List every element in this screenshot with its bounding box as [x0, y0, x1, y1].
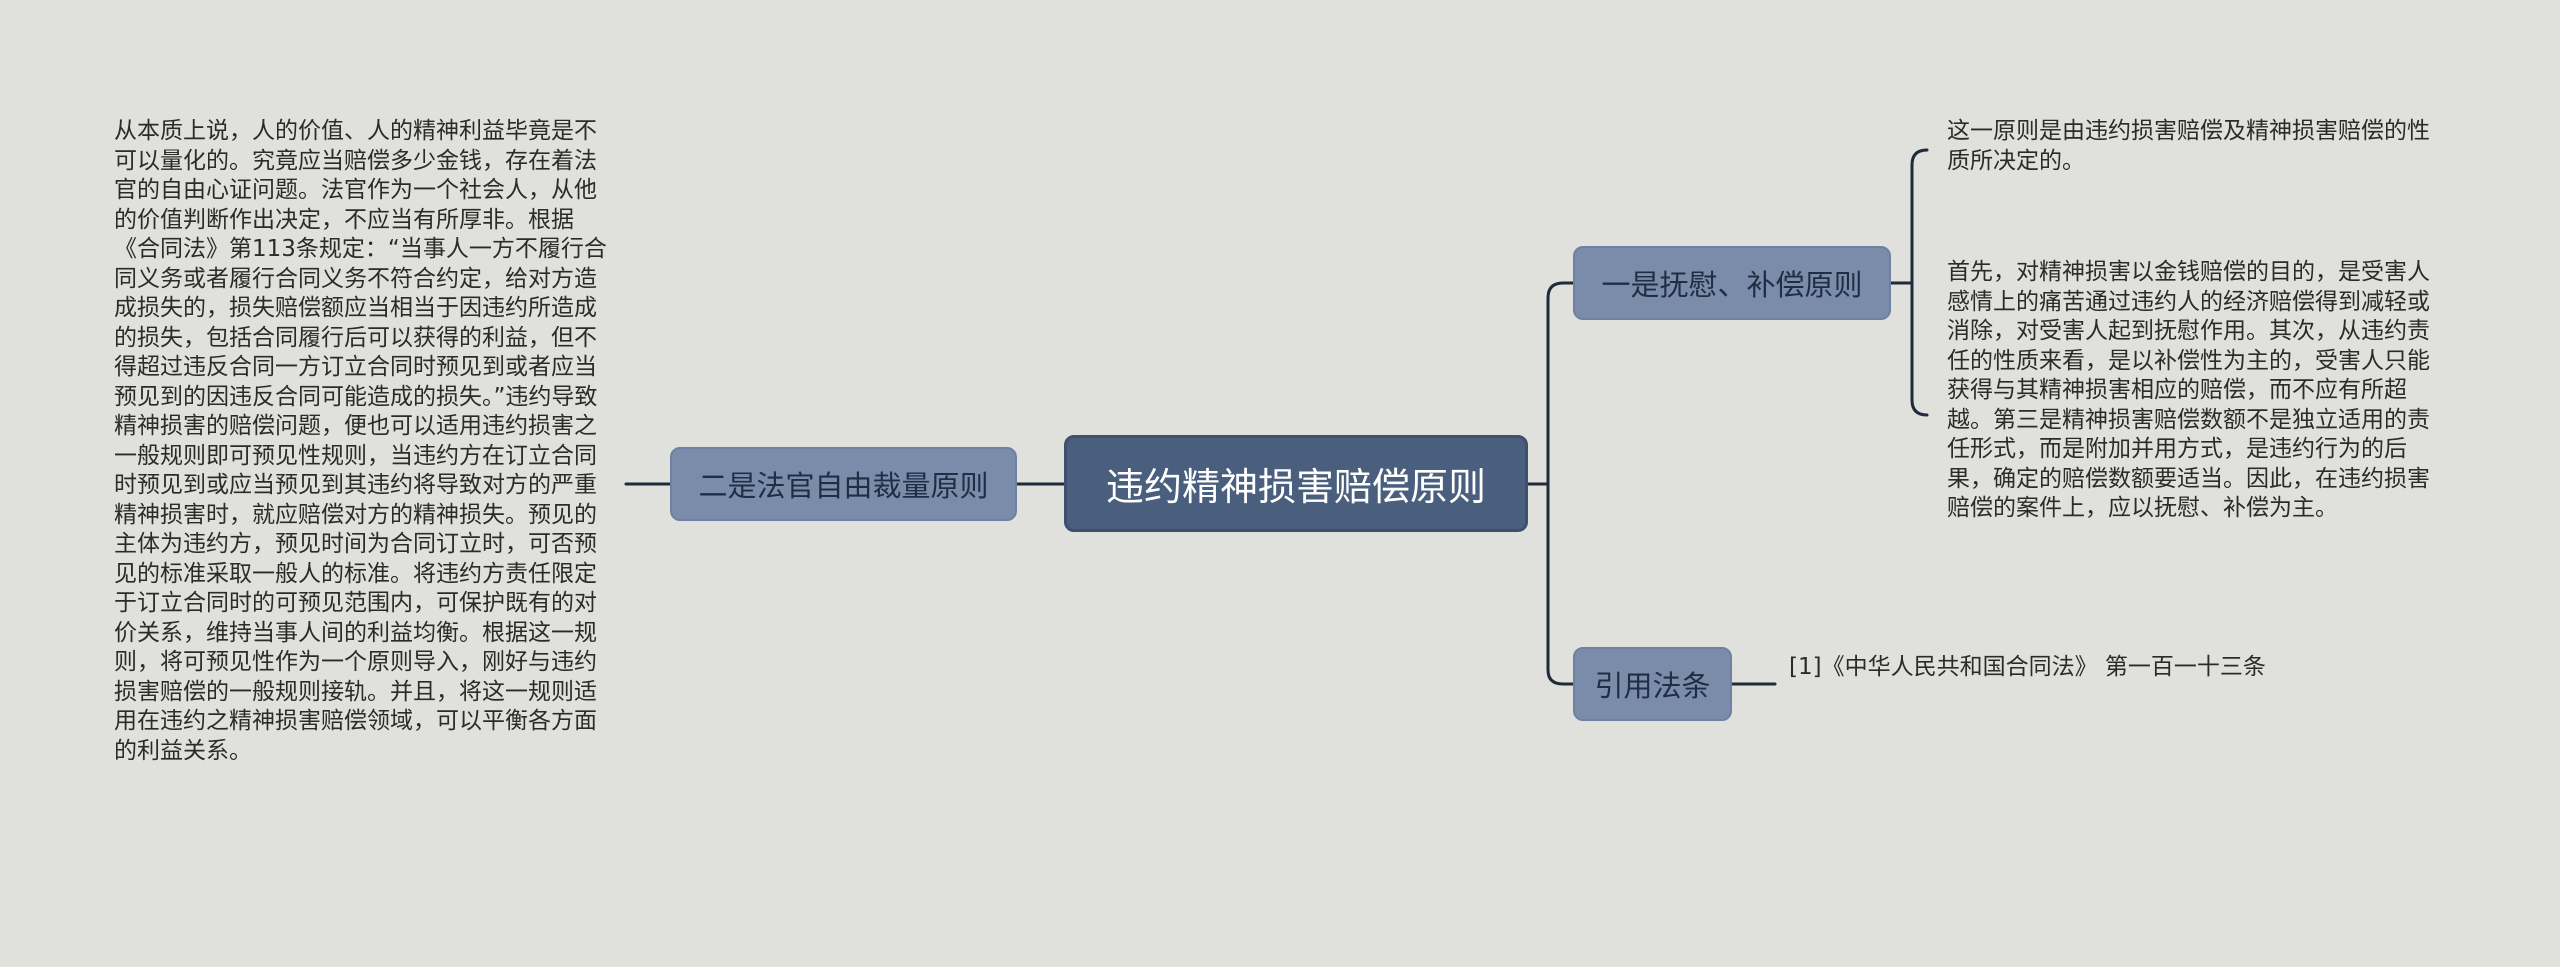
connector-r1-bracket: [1910, 148, 1929, 417]
branch-detail-comfort-1: 这一原则是由违约损害赔偿及精神损害赔偿的性质所决定的。: [1947, 118, 2430, 174]
branch-detail-comfort-2: 首先，对精神损害以金钱赔偿的目的，是受害人感情上的痛苦通过违约人的经济赔偿得到减…: [1947, 259, 2430, 521]
branch-node-judge-discretion[interactable]: 二是法官自由裁量原则: [670, 447, 1017, 521]
branch-node-comfort-compensation[interactable]: 一是抚慰、补偿原则: [1573, 246, 1891, 320]
branch-detail-cited-law: [1]《中华人民共和国合同法》 第一百一十三条: [1789, 654, 2266, 680]
root-node[interactable]: 违约精神损害赔偿原则: [1064, 435, 1528, 532]
branch-node-cited-law[interactable]: 引用法条: [1573, 647, 1732, 721]
branch-detail-judge-discretion: 从本质上说，人的价值、人的精神利益毕竟是不可以量化的。究竟应当赔偿多少金钱，存在…: [114, 118, 607, 764]
connector-right-trunk: [1546, 281, 1565, 686]
